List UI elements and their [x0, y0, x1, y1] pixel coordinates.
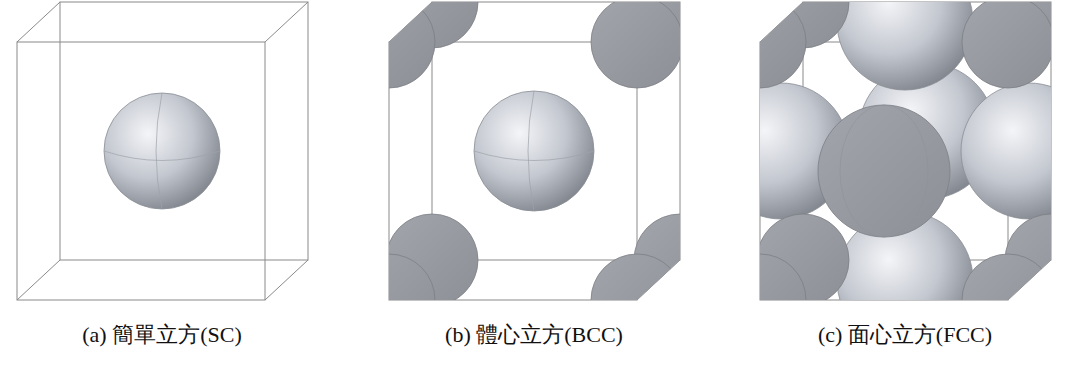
caption-label: (b) 體心立方(BCC): [445, 322, 623, 348]
caption-label: (a) 簡單立方(SC): [82, 322, 241, 348]
bcc-cell: [343, 0, 726, 346]
fcc-cell: [713, 0, 1067, 348]
caption-label: (c) 面心立方(FCC): [818, 322, 992, 348]
sc-cell: [17, 2, 308, 300]
